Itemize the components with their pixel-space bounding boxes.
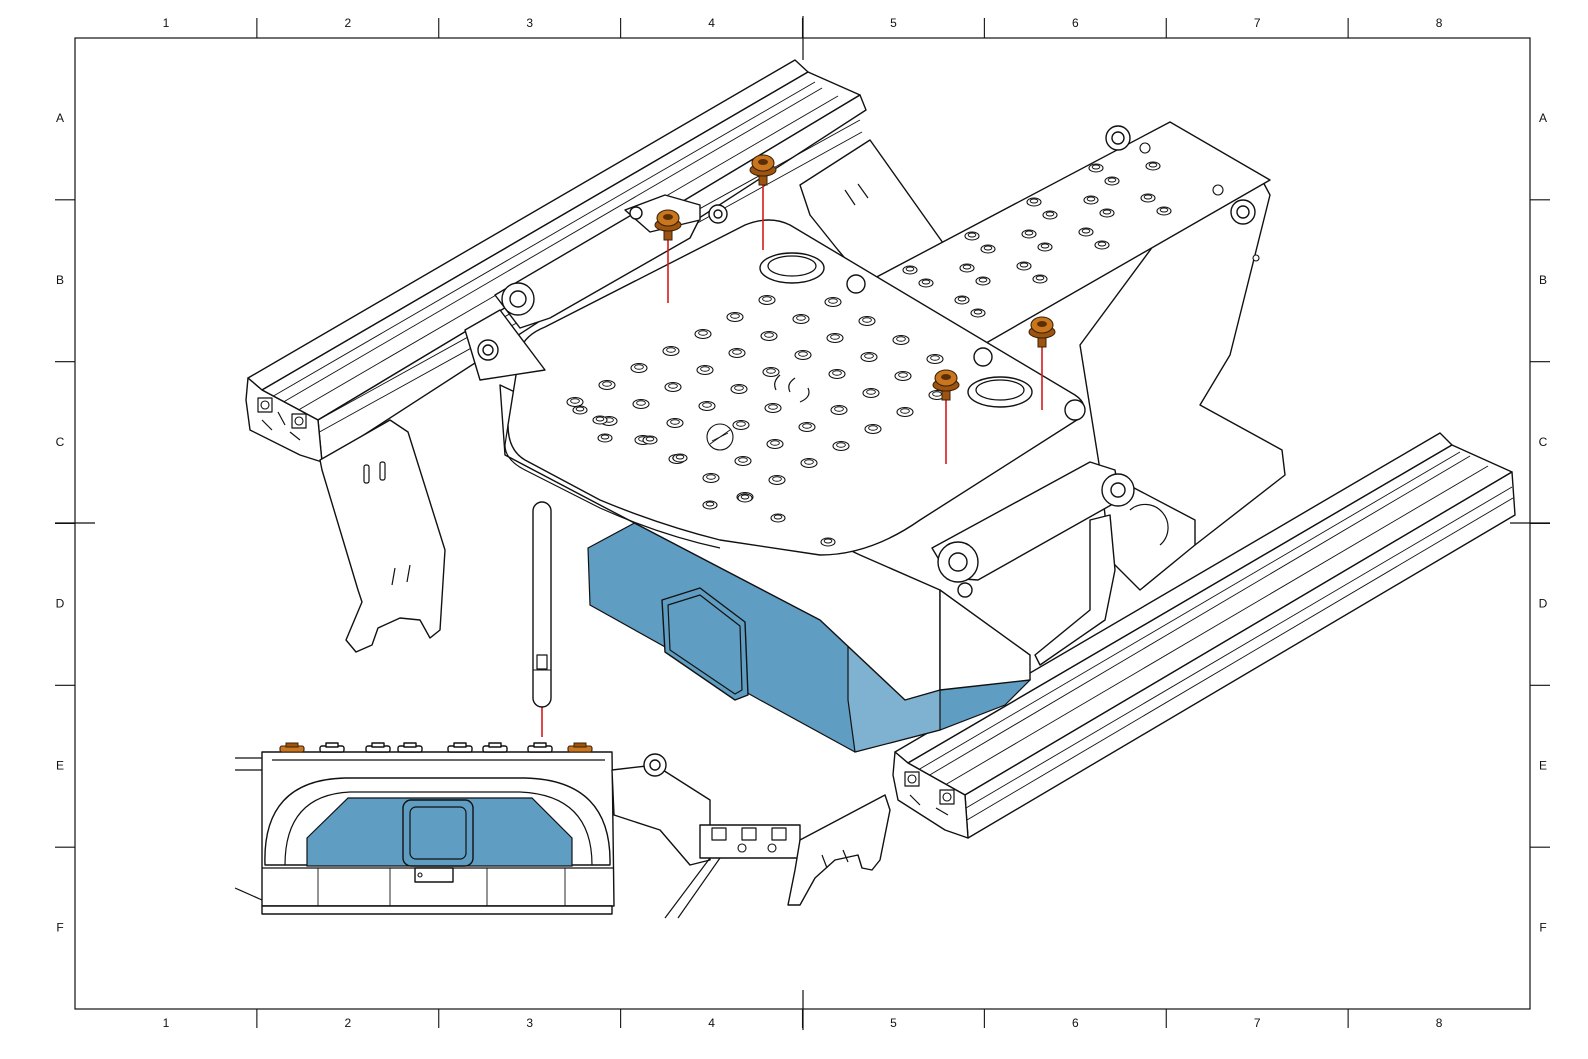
zone-row-label-right: C	[1539, 435, 1548, 449]
lower-right-bracket	[787, 794, 891, 906]
zone-col-label-bottom: 4	[708, 1016, 715, 1030]
zone-row-label-left: F	[56, 920, 63, 934]
zone-col-label-top: 7	[1254, 16, 1261, 30]
knob	[365, 742, 391, 753]
right-extrusion-rail	[892, 432, 1516, 839]
detail-front-view	[234, 742, 801, 919]
zone-row-label-left: E	[56, 758, 64, 772]
zone-row-label-right: E	[1539, 758, 1547, 772]
zone-col-label-bottom: 8	[1436, 1016, 1443, 1030]
zone-row-label-right: A	[1539, 111, 1547, 125]
bolts	[654, 154, 1056, 401]
bolt-insertion-lines	[541, 180, 1043, 737]
zone-col-label-top: 6	[1072, 16, 1079, 30]
knob	[482, 742, 508, 753]
zone-col-label-bottom: 5	[890, 1016, 897, 1030]
zone-col-label-top: 2	[344, 16, 351, 30]
knob	[397, 742, 423, 753]
knob	[527, 742, 553, 753]
zone-col-label-top: 5	[890, 16, 897, 30]
zone-col-label-top: 4	[708, 16, 715, 30]
bolt-icon	[1028, 316, 1056, 348]
zone-row-label-right: B	[1539, 273, 1547, 287]
zone-row-label-right: F	[1539, 920, 1546, 934]
zone-row-label-left: B	[56, 273, 64, 287]
pivot-arms	[464, 125, 1256, 666]
left-side-bracket	[319, 419, 446, 653]
zone-col-label-bottom: 6	[1072, 1016, 1079, 1030]
drawing-frame	[55, 16, 1550, 1030]
zone-col-label-top: 1	[163, 16, 170, 30]
knob	[319, 742, 345, 753]
zone-col-label-bottom: 1	[163, 1016, 170, 1030]
zone-row-label-left: D	[56, 597, 65, 611]
zone-col-label-top: 8	[1436, 16, 1443, 30]
bolt-icon	[932, 369, 960, 401]
bolt-icon	[749, 154, 777, 186]
knob	[447, 742, 473, 753]
zone-col-label-bottom: 7	[1254, 1016, 1261, 1030]
installation-pin	[532, 501, 552, 708]
zone-row-label-left: C	[56, 435, 65, 449]
zone-col-label-bottom: 3	[526, 1016, 533, 1030]
bolt-icon	[654, 209, 682, 241]
zone-col-label-bottom: 2	[344, 1016, 351, 1030]
bolt-icon	[567, 742, 593, 753]
zone-row-label-left: A	[56, 111, 64, 125]
zone-row-label-right: D	[1539, 597, 1548, 611]
zone-col-label-top: 3	[526, 16, 533, 30]
bolt-icon	[279, 742, 305, 753]
